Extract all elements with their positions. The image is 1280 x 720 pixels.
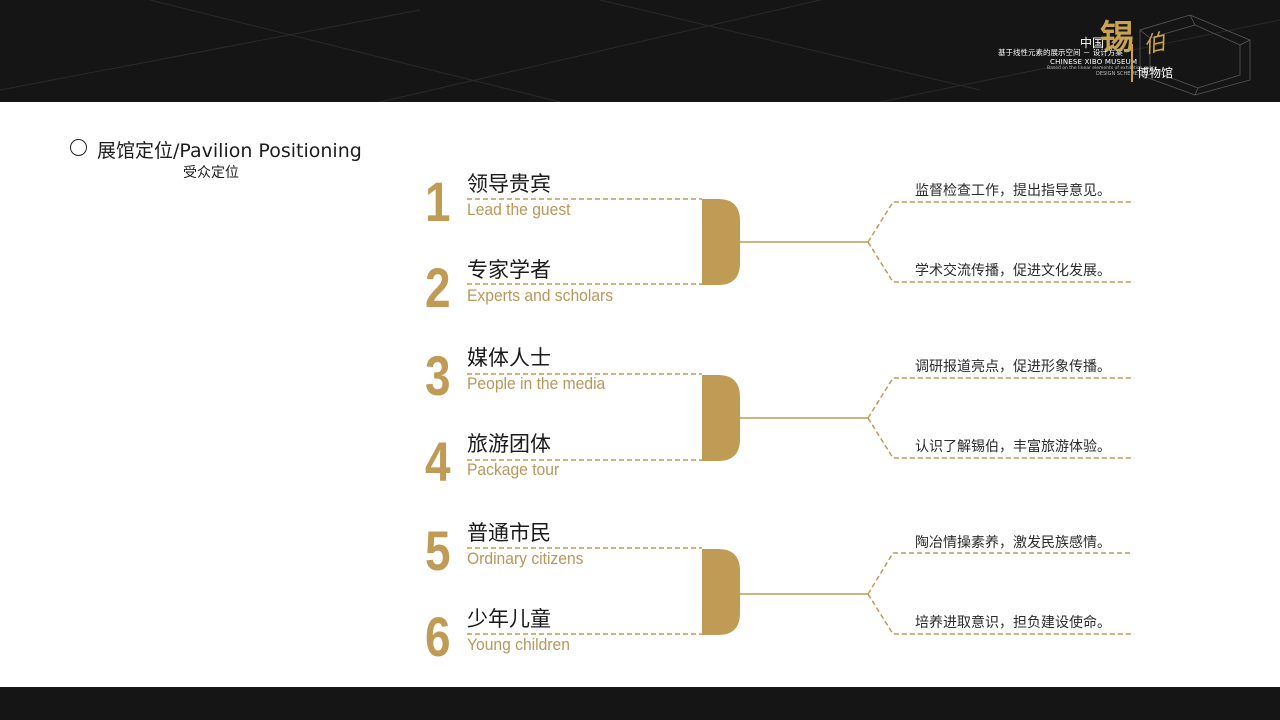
audience-english: Young children (467, 635, 570, 654)
page-subtitle: 受众定位 (183, 165, 239, 181)
description-text: 学术交流传播，促进文化发展。 (915, 263, 1111, 279)
audience-chinese: 普通市民 (467, 521, 551, 545)
branch-upper (867, 377, 1133, 419)
audience-item: 5 普通市民 Ordinary citizens (420, 519, 700, 585)
description-text: 调研报道亮点，促进形象传播。 (915, 359, 1111, 375)
logo-tiny-line: Based on the linear elements of exhibiti… (1047, 66, 1158, 71)
audience-item: 3 媒体人士 People in the media (420, 344, 700, 410)
audience-english: People in the media (467, 374, 606, 393)
decorative-lines (0, 0, 1280, 102)
logo-big-char-1: 锡 (1100, 18, 1134, 58)
bottom-banner (0, 687, 1280, 720)
circle-bullet-icon (70, 139, 87, 156)
bracket-tab (702, 549, 740, 635)
audience-english: Package tour (467, 460, 560, 479)
logo-subtitle: 基于线性元素的展示空间 － 设计方案 (998, 48, 1123, 57)
description-text: 监督检查工作，提出指导意见。 (915, 183, 1111, 199)
logo-divider (1131, 44, 1133, 82)
audience-english: Experts and scholars (467, 286, 614, 305)
description-text: 培养进取意识，担负建设使命。 (915, 615, 1111, 631)
audience-chinese: 媒体人士 (467, 346, 551, 370)
description-text: 陶冶情操素养，激发民族感情。 (915, 535, 1111, 551)
audience-english: Lead the guest (467, 200, 571, 219)
audience-chinese: 少年儿童 (467, 607, 551, 631)
bracket-tab (702, 199, 740, 285)
branch-upper (867, 552, 1133, 595)
description-text: 认识了解锡伯，丰富旅游体验。 (915, 439, 1111, 455)
logo-china: 中国 (1080, 36, 1105, 50)
logo-design-scheme: DESIGN SCHEME (1096, 71, 1138, 77)
audience-number: 4 (425, 430, 451, 493)
branch-upper (867, 201, 1133, 243)
page-title: 展馆定位/Pavilion Positioning (97, 140, 362, 162)
bracket-tab (702, 375, 740, 461)
audience-number: 5 (425, 519, 451, 582)
museum-logo: 中国 基于线性元素的展示空间 － 设计方案 CHINESE XIBO MUSEU… (0, 0, 1280, 102)
logo-museum: 博物馆 (1137, 66, 1174, 80)
audience-item: 1 领导贵宾 Lead the guest (420, 170, 700, 236)
audience-number: 3 (425, 344, 451, 407)
audience-number: 2 (425, 256, 451, 319)
audience-chinese: 领导贵宾 (467, 172, 551, 196)
audience-chinese: 旅游团体 (467, 432, 551, 456)
audience-number: 6 (425, 605, 451, 668)
audience-item: 4 旅游团体 Package tour (420, 430, 700, 496)
logo-english: CHINESE XIBO MUSEUM (1050, 58, 1138, 66)
audience-item: 2 专家学者 Experts and scholars (420, 256, 700, 322)
audience-item: 6 少年儿童 Young children (420, 605, 700, 671)
audience-chinese: 专家学者 (467, 258, 551, 282)
audience-english: Ordinary citizens (467, 549, 584, 568)
top-banner: 中国 基于线性元素的展示空间 － 设计方案 CHINESE XIBO MUSEU… (0, 0, 1280, 102)
audience-number: 1 (425, 170, 451, 233)
